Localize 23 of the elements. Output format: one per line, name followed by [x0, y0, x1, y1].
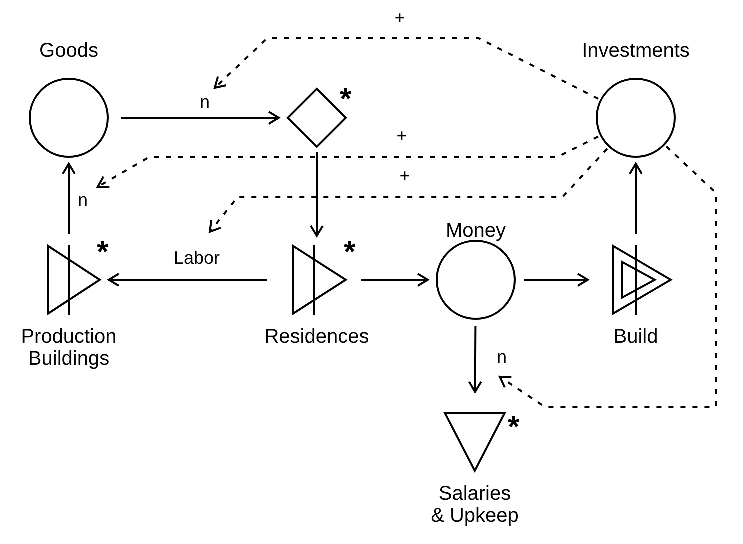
dashed-arrow — [209, 148, 608, 233]
node-label: Production Buildings — [20, 326, 118, 370]
arrow — [121, 111, 280, 125]
node-label: Money — [444, 220, 508, 242]
arrow — [108, 273, 267, 287]
node-label: Salaries & Upkeep — [431, 483, 519, 527]
node-label: Build — [612, 326, 660, 348]
arrow — [310, 152, 324, 237]
asterisk-mark: * — [340, 85, 352, 115]
arrow — [361, 273, 429, 287]
arrow — [62, 163, 76, 234]
dashed-arrow — [214, 37, 599, 100]
node-label: Residences — [264, 326, 370, 348]
arrow — [629, 163, 643, 234]
arrow — [524, 273, 589, 287]
node-label: Investments — [581, 40, 691, 62]
asterisk-mark: * — [508, 413, 520, 443]
asterisk-mark: * — [97, 238, 109, 268]
dashed-arrow — [499, 146, 717, 408]
node-label: Goods — [38, 40, 100, 62]
asterisk-mark: * — [344, 238, 356, 268]
arrow — [468, 326, 482, 393]
dashed-arrow — [97, 136, 599, 188]
